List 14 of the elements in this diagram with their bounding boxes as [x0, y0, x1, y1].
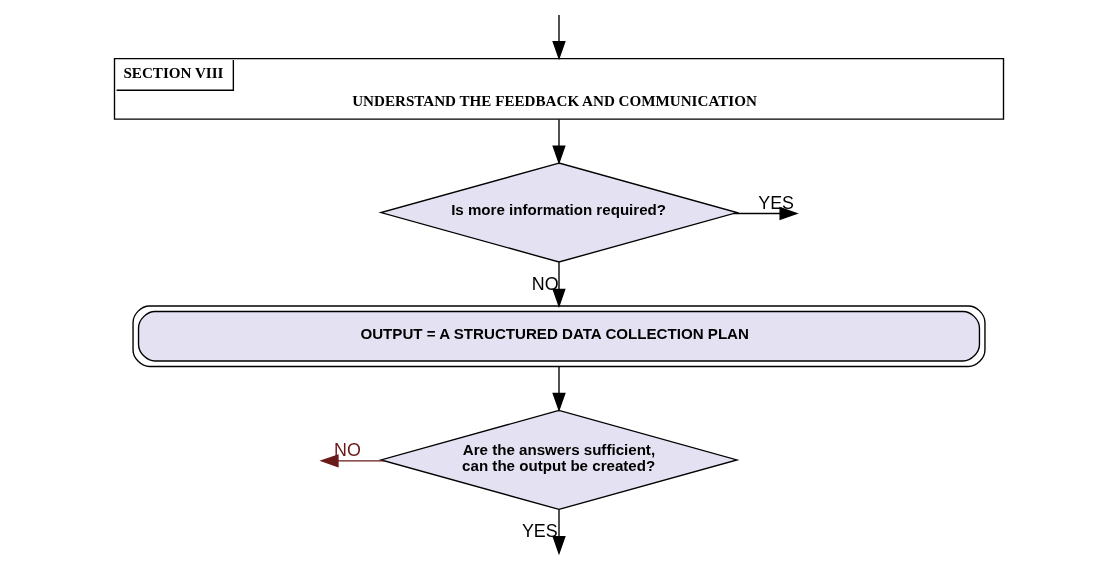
arrow: [732, 206, 799, 221]
edge-label: YES: [758, 192, 794, 213]
node-diamond: Are the answers sufficient, can the output be created?: [378, 409, 740, 511]
edge-label: YES: [521, 521, 558, 542]
arrow: [552, 118, 566, 165]
node-diamond: Is more information required?: [378, 162, 740, 263]
arrow: [552, 508, 566, 556]
node-box: OUTPUT = A STRUCTURED DATA COLLECTION PLAN: [132, 305, 986, 368]
edge-label: NO: [334, 439, 361, 460]
arrow: [552, 261, 566, 308]
arrow: [552, 14, 566, 61]
edge-label: NO: [531, 274, 559, 295]
arrow: [319, 454, 386, 468]
arrow: [552, 366, 566, 412]
